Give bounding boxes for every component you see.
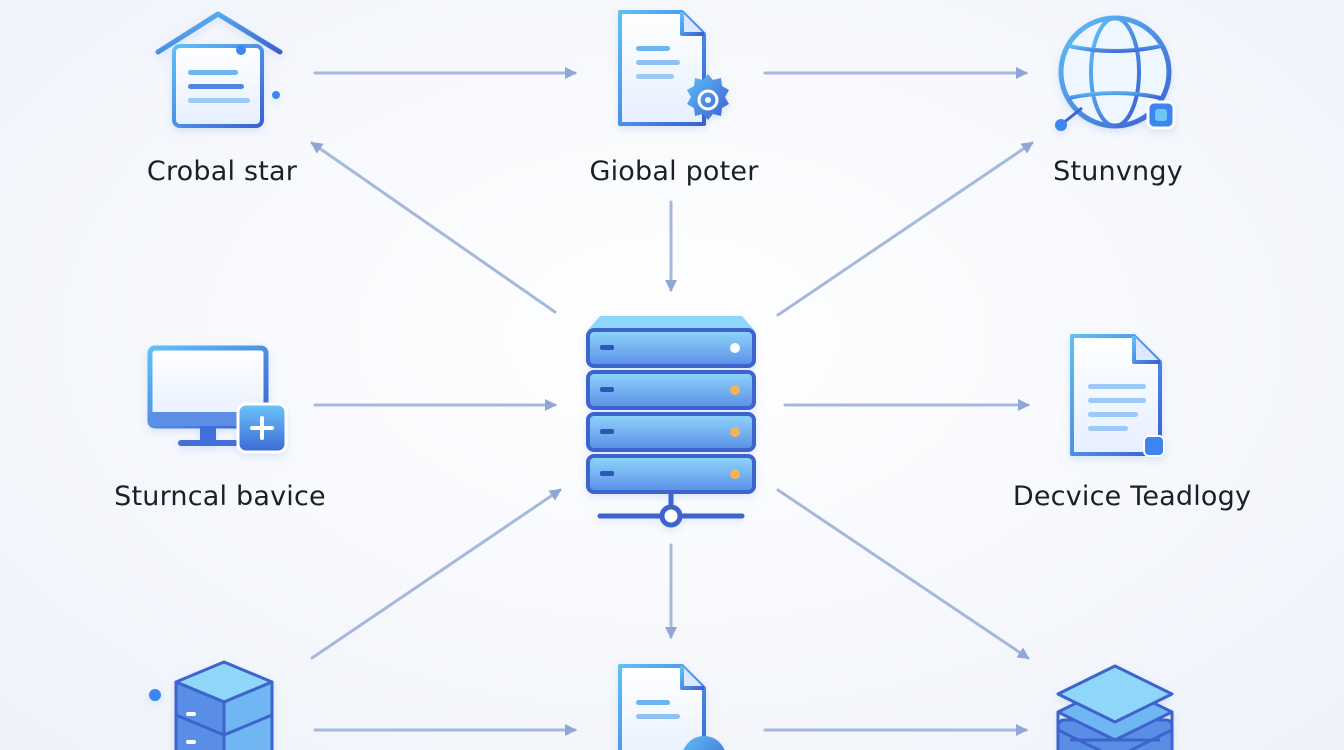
node-label-top-left: Crobal star [146, 156, 298, 187]
arrow-center-to-topright [776, 141, 1034, 317]
node-label-top-center: Giobal poter [589, 156, 759, 187]
house-document-icon [155, 11, 283, 128]
arrow-center-to-bottomright [776, 488, 1030, 660]
node-label-top-right: Stunvngy [1053, 156, 1183, 187]
node-label-mid-right: Decvice Teadlogy [1012, 481, 1252, 512]
monitor-add-icon [147, 345, 288, 454]
document-gear-icon [618, 10, 729, 126]
document-icon [1070, 334, 1165, 457]
arrow-center-to-topleft [310, 141, 557, 314]
document-gear-icon [618, 664, 725, 750]
globe-network-icon [1055, 15, 1176, 131]
arrow-bottomleft-to-center [310, 488, 562, 660]
database-stack-icon [149, 660, 274, 750]
node-label-mid-left: Sturncal bavice [114, 481, 326, 512]
layers-stack-icon [1056, 664, 1174, 750]
connectors [310, 67, 1034, 736]
server-rack-icon [586, 316, 756, 528]
